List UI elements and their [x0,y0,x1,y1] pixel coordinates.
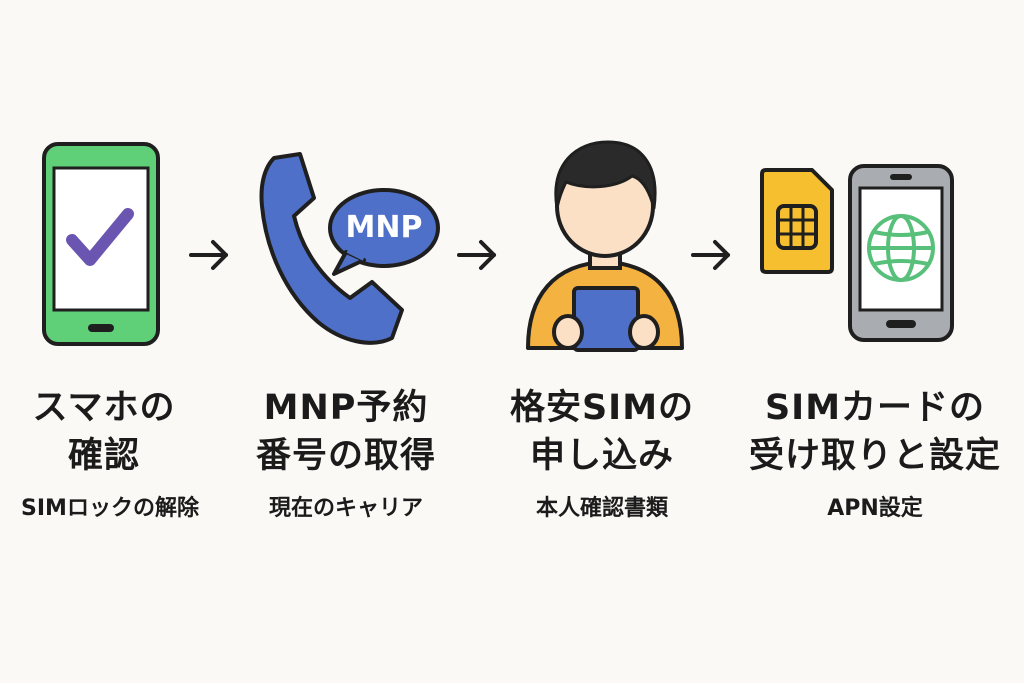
mnp-bubble-label: MNP [345,210,423,245]
step-1-title: スマホの 確認 [32,388,176,476]
step-4-subtitle: APN設定 [827,496,923,521]
step-3-title: 格安SIMの 申し込み [509,388,695,476]
arrow-right-icon [691,240,730,270]
phone-globe-icon [848,164,954,342]
phone-handset-icon [259,152,404,345]
step-3-subtitle: 本人確認書類 [535,496,668,521]
arrow-right-icon [189,240,228,270]
step-2-title: MNP予約 番号の取得 [255,388,436,476]
sim-card-icon [760,168,834,274]
arrow-right-icon [457,240,496,270]
person-tablet-icon [526,140,684,352]
step-4-title: SIMカードの 受け取りと設定 [748,388,1001,476]
mnp-speech-bubble [328,188,440,276]
phone-check-icon [42,142,160,346]
globe-icon [867,214,935,282]
step-2-subtitle: 現在のキャリア [268,496,423,521]
step-1-subtitle: SIMロックの解除 [21,496,199,521]
